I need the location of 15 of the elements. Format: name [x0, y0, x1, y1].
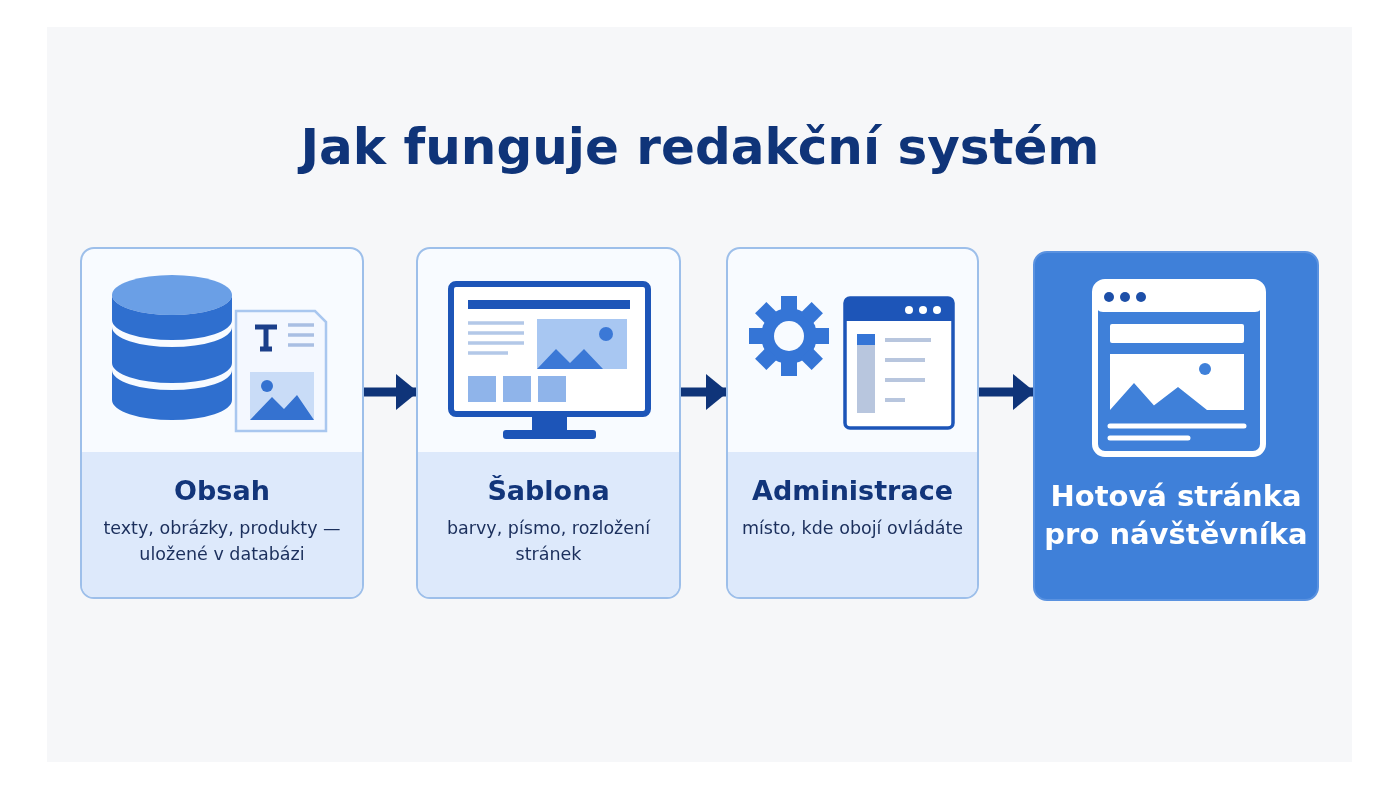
step-title: Administrace [751, 475, 954, 506]
step-title: Obsah [173, 475, 271, 506]
step-description: barvy, písmo, rozložení stránek [446, 517, 652, 567]
title: Jak funguje redakční systém [0, 118, 1400, 176]
step-card [416, 247, 681, 599]
step-title: Hotová stránka pro návštěvníka [1043, 478, 1309, 553]
step-description: texty, obrázky, produkty — uložené v databázi [102, 517, 342, 567]
step-card [80, 247, 364, 599]
arrow [364, 374, 418, 410]
result-card [1033, 251, 1319, 601]
step-title: Šablona [486, 475, 611, 506]
arrow [681, 374, 728, 410]
arrow [979, 374, 1035, 410]
step-card [726, 247, 979, 599]
step-description: místo, kde obojí ovládáte [740, 517, 965, 540]
